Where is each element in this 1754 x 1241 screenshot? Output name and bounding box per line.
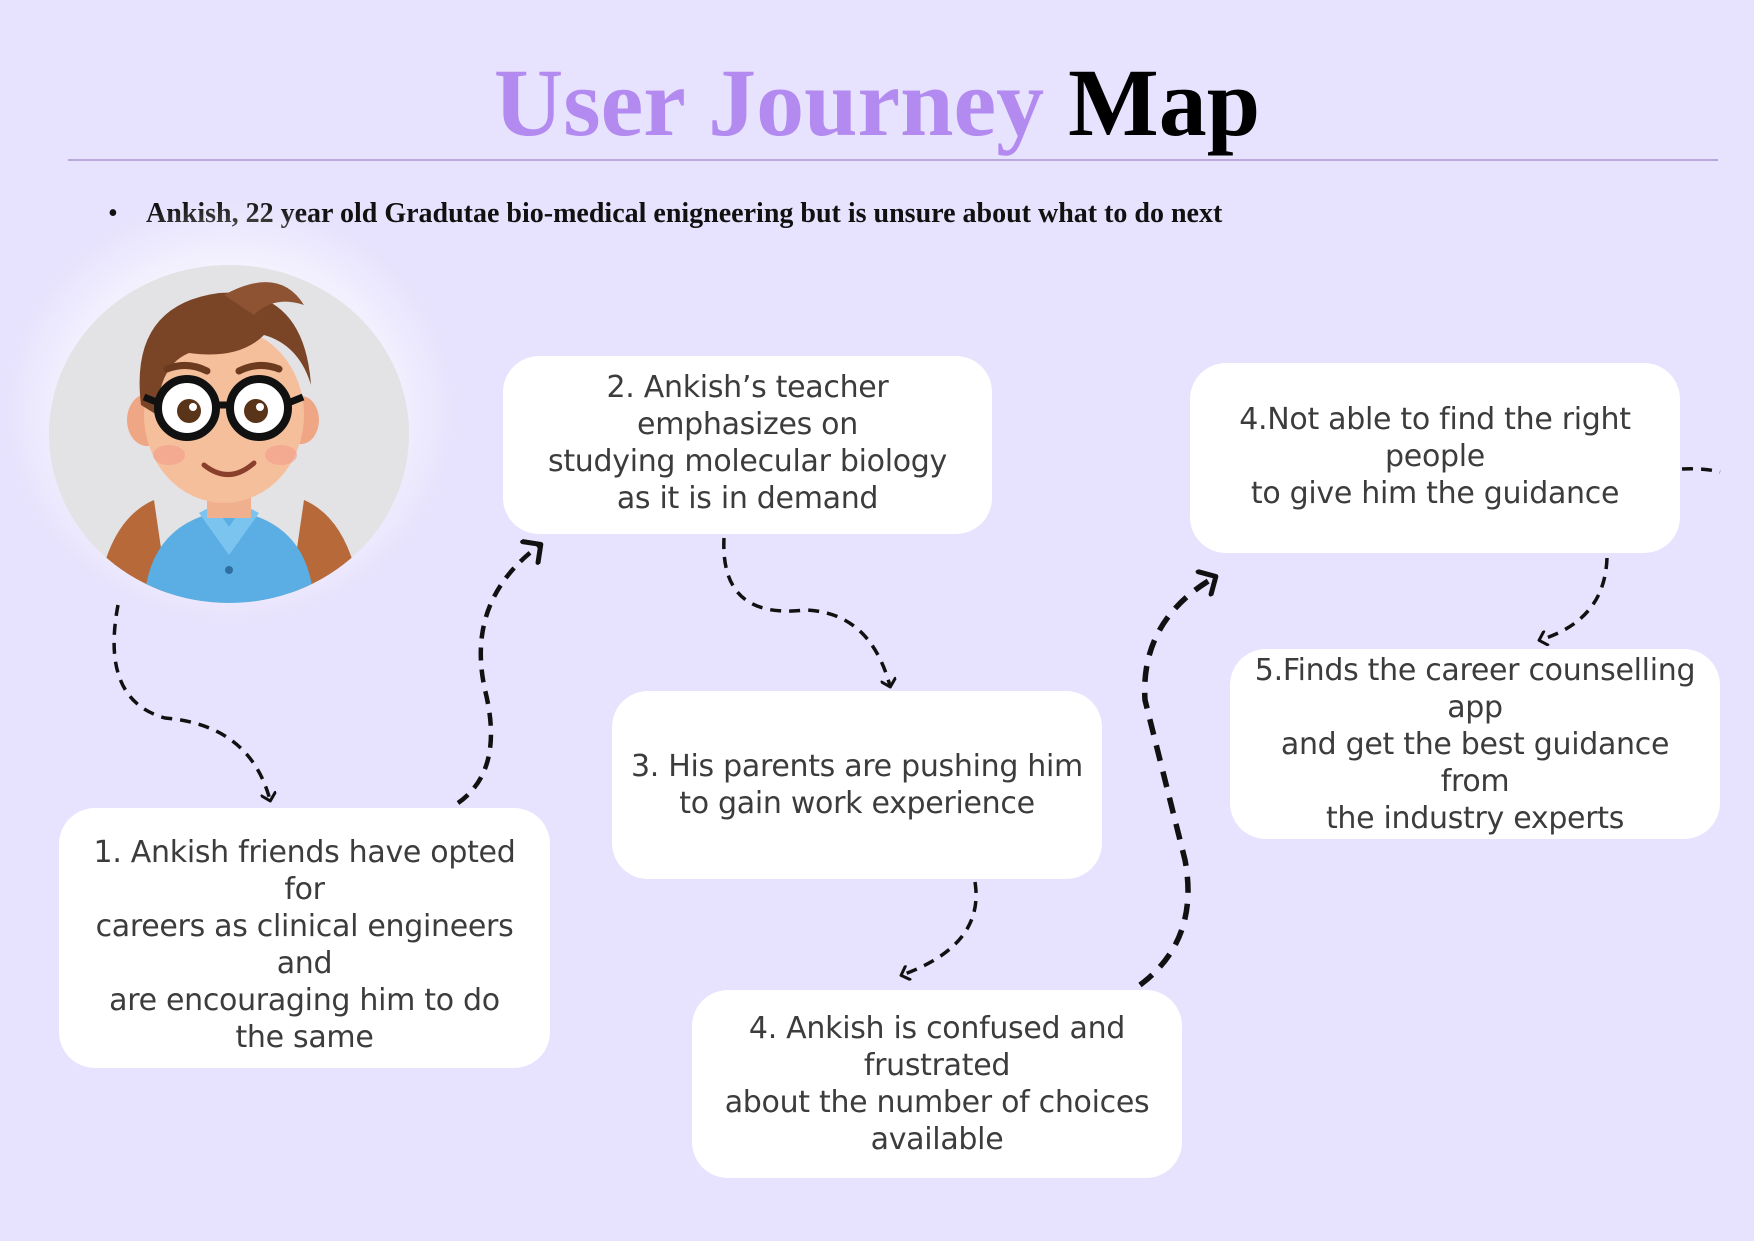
title-divider — [68, 159, 1718, 161]
arrow-step-4-to-step-4b — [1138, 577, 1215, 988]
journey-step-4b: 4.Not able to find the right people to g… — [1190, 363, 1680, 553]
arrow-avatar-to-step-1 — [112, 604, 270, 800]
journey-step-1: 1. Ankish friends have opted for careers… — [59, 808, 550, 1068]
title-map: Map — [1068, 49, 1261, 156]
step-1-text: 1. Ankish friends have opted for careers… — [93, 835, 516, 1055]
journey-step-4: 4. Ankish is confused and frustrated abo… — [692, 990, 1182, 1178]
step-5-text: 5.Finds the career counselling app and g… — [1254, 652, 1696, 836]
arrow-step-4b-continuation — [1681, 467, 1721, 474]
arrow-step-4b-to-step-5 — [1540, 557, 1609, 640]
page-title: User Journey Map — [0, 48, 1754, 158]
journey-step-2: 2. Ankish’s teacher emphasizes on studyi… — [503, 356, 992, 534]
arrow-step-1-to-step-2 — [456, 545, 540, 805]
step-4b-text: 4.Not able to find the right people to g… — [1239, 401, 1631, 511]
avatar-illustration-icon — [49, 265, 409, 603]
journey-step-3: 3. His parents are pushing him to gain w… — [612, 691, 1102, 879]
arrow-step-2-to-step-3 — [722, 537, 890, 686]
bullet-icon: • — [108, 198, 118, 229]
step-2-text: 2. Ankish’s teacher emphasizes on studyi… — [547, 370, 948, 516]
journey-step-5: 5.Finds the career counselling app and g… — [1230, 649, 1720, 839]
step-4-text: 4. Ankish is confused and frustrated abo… — [724, 1011, 1150, 1157]
arrow-step-3-to-step-4 — [902, 881, 978, 975]
avatar — [49, 265, 409, 603]
step-3-text: 3. His parents are pushing him to gain w… — [631, 749, 1083, 821]
title-user-journey: User Journey — [493, 49, 1045, 156]
